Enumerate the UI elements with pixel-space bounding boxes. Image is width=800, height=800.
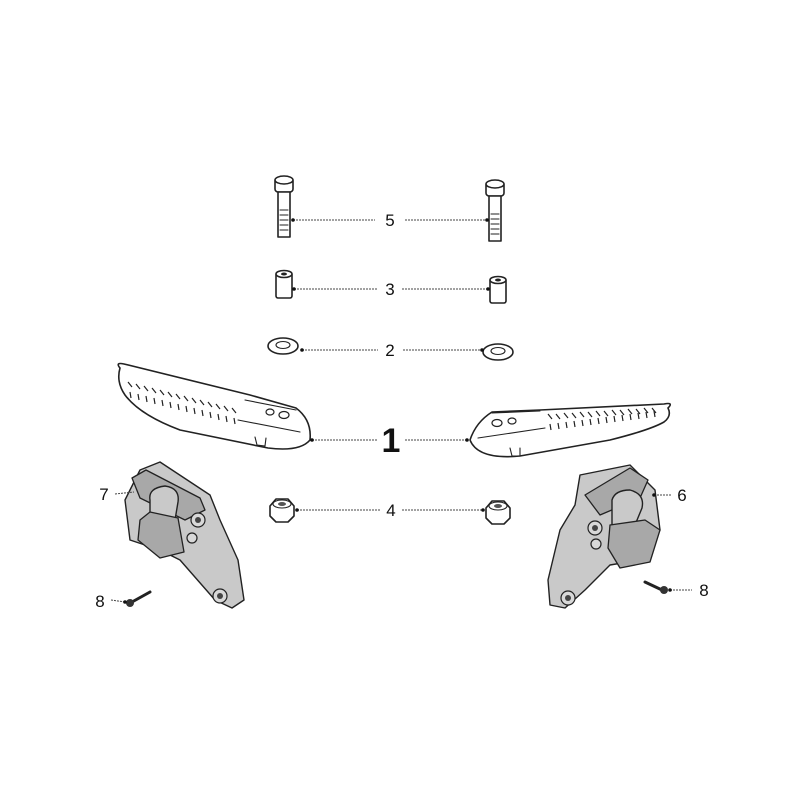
callout-1: 1 — [310, 422, 469, 460]
label-4: 4 — [386, 501, 395, 520]
label-1: 1 — [382, 422, 401, 460]
callout-8-left: 8 — [95, 592, 127, 611]
callout-5: 5 — [291, 211, 489, 230]
callout-4: 4 — [295, 501, 485, 520]
screw-left — [126, 590, 152, 607]
callout-8-right: 8 — [668, 581, 709, 600]
label-8-left: 8 — [95, 592, 104, 611]
nut-left — [269, 498, 295, 523]
label-3: 3 — [385, 280, 394, 299]
label-2: 2 — [385, 341, 394, 360]
screw-right — [643, 580, 668, 594]
label-5: 5 — [385, 211, 394, 230]
washer-right — [482, 343, 514, 361]
nut-right — [485, 500, 511, 525]
callout-3: 3 — [292, 280, 490, 299]
spacer-left — [275, 269, 293, 299]
bracket-left — [124, 461, 245, 609]
callout-6: 6 — [652, 486, 687, 505]
callout-2: 2 — [300, 341, 484, 360]
label-7: 7 — [99, 485, 108, 504]
label-8-right: 8 — [699, 581, 708, 600]
bolt-right — [485, 179, 505, 242]
spacer-right — [489, 275, 507, 304]
label-6: 6 — [677, 486, 686, 505]
footrest-right — [469, 402, 672, 458]
bolt-left — [274, 175, 294, 238]
callout-7: 7 — [99, 485, 135, 504]
washer-left — [267, 337, 299, 355]
bracket-right — [547, 464, 661, 609]
footrest-left — [117, 362, 312, 450]
